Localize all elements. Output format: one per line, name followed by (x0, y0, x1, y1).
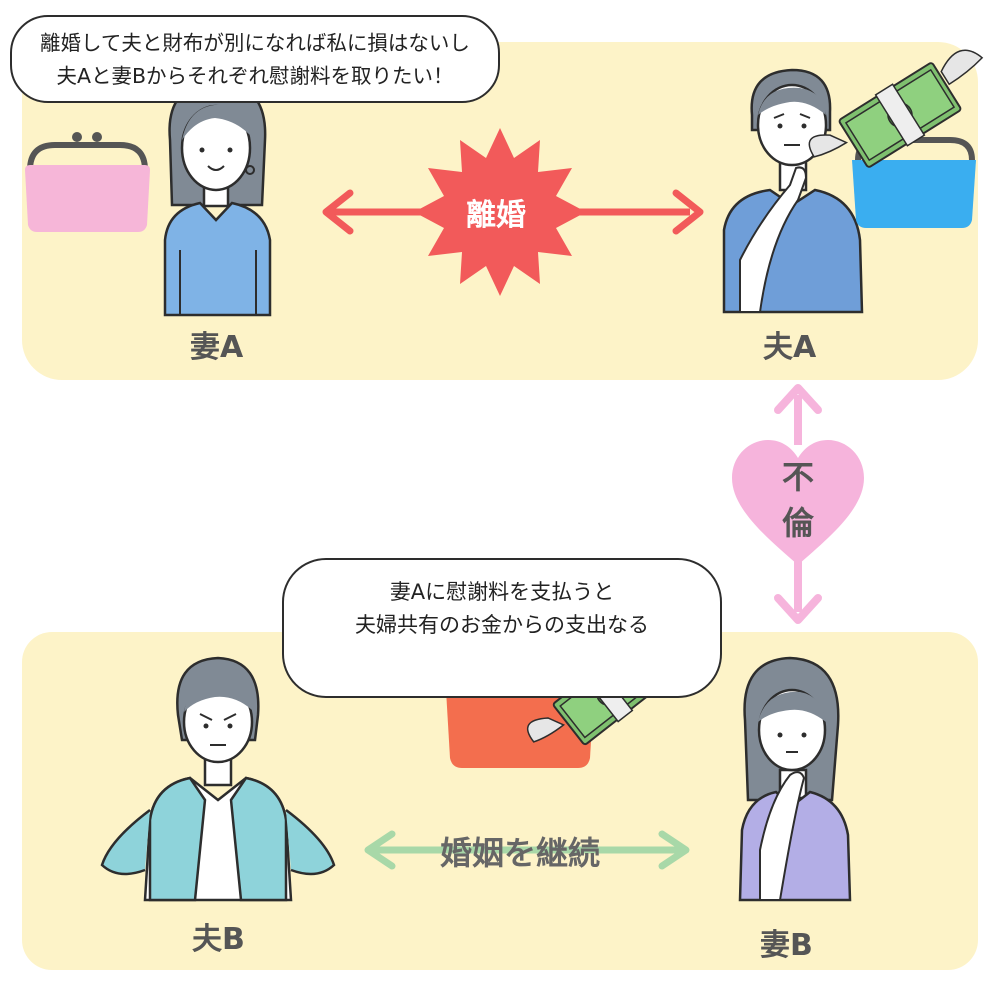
marriage-label: 婚姻を継続 (440, 834, 601, 872)
wife-a-label: 妻A (190, 330, 244, 365)
flying-money-icon (808, 49, 984, 168)
speech-bottom-line-2: 夫婦共有のお金からの支出なる (355, 613, 649, 637)
divorce-starburst (414, 128, 586, 296)
affair-label-1: 不 (782, 458, 815, 496)
husband-b-label: 夫B (192, 922, 245, 957)
affair-heart (732, 440, 864, 565)
husband-a-label: 夫A (763, 330, 817, 365)
wife-a-figure (163, 80, 272, 317)
speech-bubble-bottom: 妻Aに慰謝料を支払うと 夫婦共有のお金からの支出なる (282, 558, 722, 698)
speech-top-line-1: 離婚して夫と財布が別になれば私に損はないし (40, 31, 470, 55)
pink-wallet-icon (25, 132, 150, 232)
speech-top-line-2: 夫Aと妻Bからそれぞれ慰謝料を取りたい！ (56, 64, 454, 88)
marriage-arrow (364, 830, 690, 870)
affair-label-2: 倫 (782, 504, 815, 542)
affair-arrow (774, 384, 822, 624)
wife-b-label: 妻B (760, 928, 813, 963)
speech-bubble-top: 離婚して夫と財布が別になれば私に損はないし 夫Aと妻Bからそれぞれ慰謝料を取りた… (10, 15, 500, 103)
speech-bottom-line-1: 妻Aに慰謝料を支払うと (389, 580, 615, 604)
husband-b-figure (100, 656, 336, 902)
husband-a-figure (722, 68, 864, 314)
divorce-label: 離婚 (466, 198, 526, 233)
wife-b-figure (738, 656, 852, 902)
